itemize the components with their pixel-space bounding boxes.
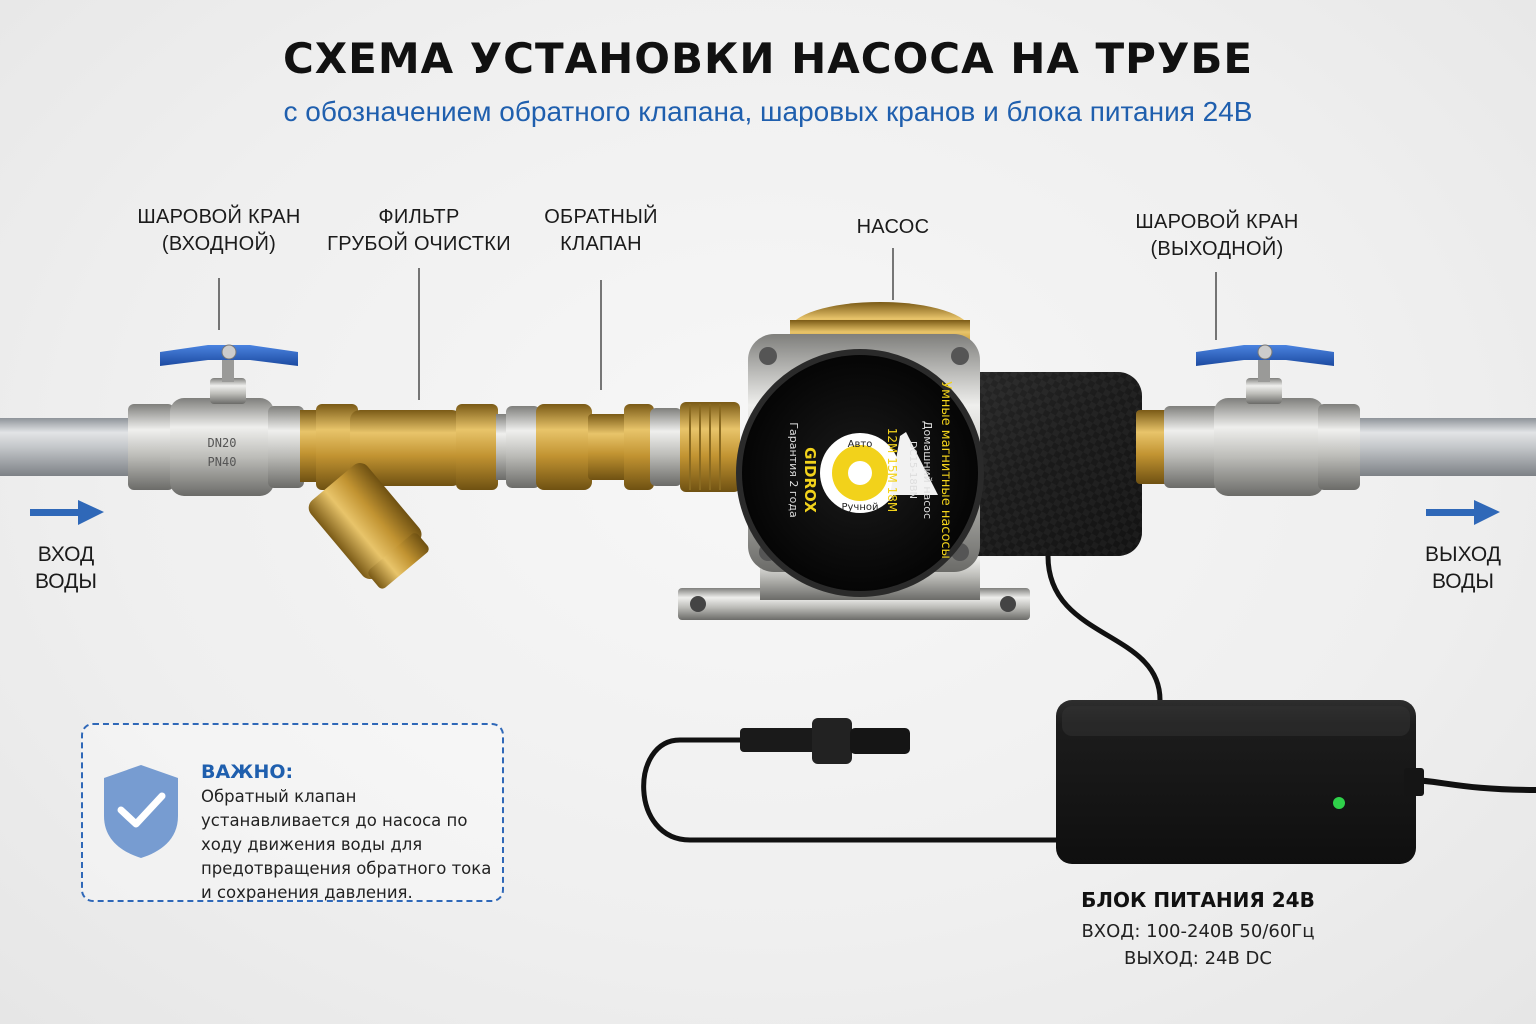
label-check-valve-line2: КЛАПАН <box>560 233 642 255</box>
psu-input: ВХОД: 100-240В 50/60Гц <box>1081 921 1315 942</box>
pump-heads: 12M 15M 18M <box>885 428 899 513</box>
power-supply-caption: БЛОК ПИТАНИЯ 24В ВХОД: 100-240В 50/60Гц … <box>1058 888 1338 972</box>
note-title: ВАЖНО: <box>201 761 294 783</box>
label-check-valve-line1: ОБРАТНЫЙ <box>544 206 658 228</box>
label-filter-line2: ГРУБОЙ ОЧИСТКИ <box>327 233 511 255</box>
pump-brand: GIDROX <box>801 447 819 513</box>
inlet-pipe <box>0 418 140 476</box>
ball-valve-outlet[interactable] <box>1164 344 1360 496</box>
inlet-flow-label-line1: ВХОД <box>37 543 95 566</box>
power-supply <box>1056 700 1424 864</box>
label-pump: НАСОС <box>856 216 930 238</box>
pump-warranty: Гарантия 2 года <box>787 422 800 517</box>
pump-mode-auto: Авто <box>848 439 873 450</box>
pump-cable <box>1045 555 1163 701</box>
valve-pn-marking: PN40 <box>208 455 237 469</box>
outlet-flow-label: ВЫХОД ВОДЫ <box>1413 541 1513 595</box>
page-title: СХЕМА УСТАНОВКИ НАСОСА НА ТРУБЕ <box>282 34 1254 83</box>
pump-arc-text: Умные магнитные насосы <box>938 381 953 559</box>
dc-cable <box>641 737 1060 843</box>
psu-title: БЛОК ПИТАНИЯ 24В <box>1081 888 1315 912</box>
important-note: ВАЖНО: Обратный клапан устанавливается д… <box>81 723 504 902</box>
outlet-flow-label-line1: ВЫХОД <box>1424 543 1501 566</box>
circulation-pump: GIDROX Авто Ручной Умные магнитные насос… <box>678 302 1142 620</box>
label-ball-valve-inlet: ШАРОВОЙ КРАН (ВХОДНОЙ) <box>119 204 319 258</box>
valve-dn-marking: DN20 <box>208 436 237 450</box>
dc-connector <box>740 718 910 764</box>
label-filter: ФИЛЬТР ГРУБОЙ ОЧИСТКИ <box>319 204 519 258</box>
label-ball-valve-inlet-line2: (ВХОДНОЙ) <box>161 233 277 255</box>
outlet-adapter <box>1136 410 1168 484</box>
outlet-pipe <box>1350 418 1536 476</box>
mains-cable <box>1407 777 1536 793</box>
psu-output: ВЫХОД: 24В DC <box>1124 948 1272 969</box>
label-ball-valve-outlet-line1: ШАРОВОЙ КРАН <box>1135 211 1299 233</box>
outlet-flow-label-line2: ВОДЫ <box>1432 570 1494 593</box>
label-ball-valve-outlet-line2: (ВЫХОДНОЙ) <box>1150 238 1284 260</box>
pump-model: DC15-18BN <box>907 441 918 499</box>
page-subtitle: с обозначением обратного клапана, шаровы… <box>283 96 1253 127</box>
inlet-flow-label: ВХОД ВОДЫ <box>16 541 116 595</box>
shield-check-icon <box>104 765 178 858</box>
note-text: Обратный клапан устанавливается до насос… <box>201 787 492 902</box>
inlet-flow-arrow <box>30 500 104 525</box>
ball-valve-inlet[interactable]: DN20 PN40 <box>128 344 304 496</box>
label-check-valve: ОБРАТНЫЙ КЛАПАН <box>521 204 681 258</box>
check-valve <box>536 402 740 492</box>
inlet-flow-label-line2: ВОДЫ <box>35 570 97 593</box>
pump-mode-manual: Ручной <box>841 502 878 513</box>
outlet-flow-arrow <box>1426 500 1500 525</box>
pump-series: Домашний насос <box>921 421 934 519</box>
leader-lines <box>218 248 1217 400</box>
label-ball-valve-inlet-line1: ШАРОВОЙ КРАН <box>137 206 301 228</box>
power-led-indicator <box>1333 797 1345 809</box>
label-filter-line1: ФИЛЬТР <box>378 206 460 228</box>
label-ball-valve-outlet: ШАРОВОЙ КРАН (ВЫХОДНОЙ) <box>1112 209 1322 263</box>
coarse-filter <box>300 404 540 589</box>
